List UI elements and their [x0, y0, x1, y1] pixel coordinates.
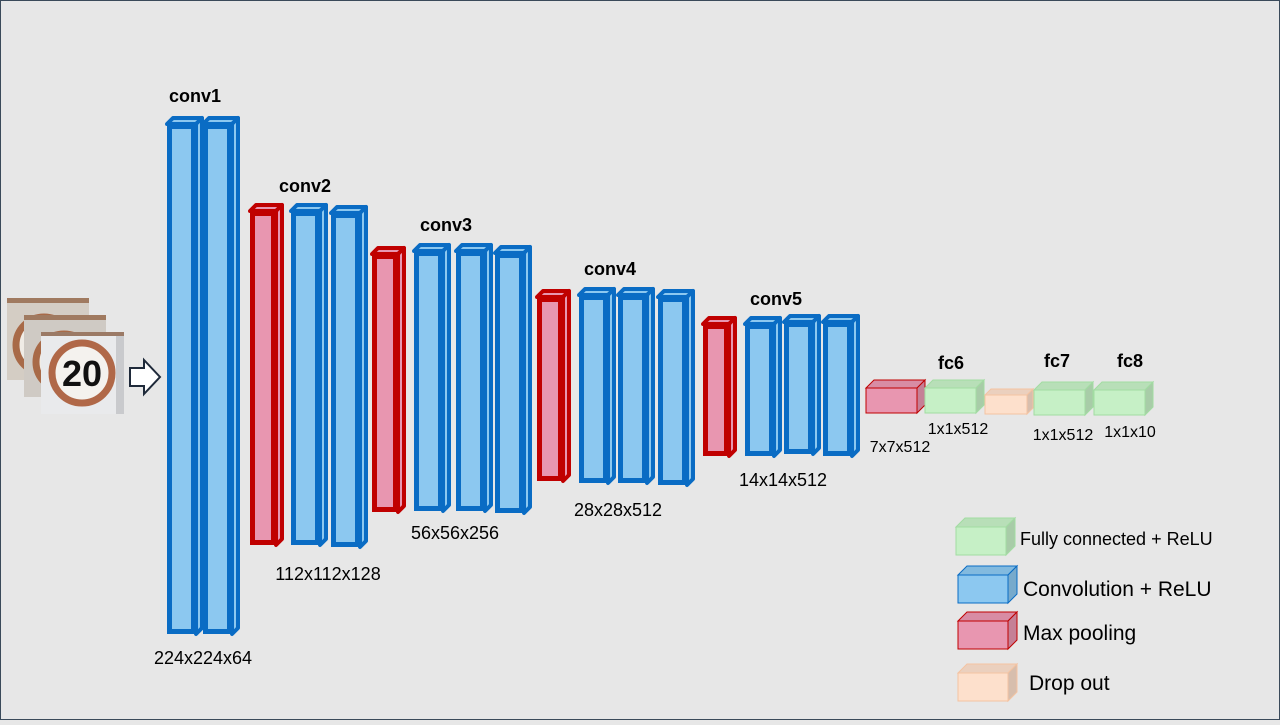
fc8-title: fc8 — [1117, 351, 1143, 371]
legend-swatch-pool — [956, 610, 1019, 651]
layer-blocks — [165, 116, 1155, 636]
conv1-layer-1 — [165, 116, 204, 636]
conv3-title: conv3 — [420, 215, 472, 235]
legend-swatch-fc — [954, 516, 1017, 557]
conv1-layer-2 — [201, 116, 240, 636]
fc7-title: fc7 — [1044, 351, 1070, 371]
legend-label-pool: Max pooling — [1023, 622, 1136, 645]
fc8-dims: 1x1x10 — [1104, 424, 1156, 441]
conv2-title: conv2 — [279, 176, 331, 196]
speed-sign-number: 20 — [62, 353, 102, 394]
input-image-stack: 20 — [7, 298, 124, 414]
conv3-dims: 56x56x256 — [411, 523, 499, 543]
conv3-layer-3 — [493, 245, 532, 515]
pool1-layer — [248, 203, 284, 547]
legend-label-drop: Drop out — [1029, 672, 1110, 695]
conv4-layer-3 — [656, 289, 695, 487]
conv3-layer-2 — [454, 243, 493, 513]
fc7-dims: 1x1x512 — [1033, 427, 1094, 444]
conv4-layer-1 — [577, 287, 616, 485]
fc6-title: fc6 — [938, 353, 964, 373]
input-arrow-icon — [129, 357, 162, 397]
conv4-dims: 28x28x512 — [574, 500, 662, 520]
pool5-dims: 7x7x512 — [870, 439, 931, 456]
legend-label-fc: Fully connected + ReLU — [1020, 529, 1213, 549]
conv2-layer-2 — [329, 205, 368, 549]
conv1-dims: 224x224x64 — [154, 648, 252, 668]
dropout1-block — [983, 387, 1035, 416]
legend-swatch-drop — [956, 662, 1019, 703]
input-image-front: 20 — [41, 332, 124, 414]
pool5-block — [864, 378, 927, 415]
fc6-block — [923, 378, 986, 415]
conv5-layer-2 — [782, 314, 821, 456]
conv1-title: conv1 — [169, 86, 221, 106]
conv4-layer-2 — [616, 287, 655, 485]
fc8-block — [1092, 380, 1155, 417]
pool4-layer — [701, 316, 737, 458]
conv4-title: conv4 — [584, 259, 636, 279]
conv5-dims: 14x14x512 — [739, 470, 827, 490]
conv3-layer-1 — [412, 243, 451, 513]
pool3-layer — [535, 289, 571, 483]
fc6-dims: 1x1x512 — [928, 421, 989, 438]
legend-swatch-conv — [956, 564, 1019, 605]
fc7-block — [1032, 380, 1095, 417]
legend-label-conv: Convolution + ReLU — [1023, 578, 1212, 601]
conv5-layer-3 — [821, 314, 860, 458]
conv5-title: conv5 — [750, 289, 802, 309]
conv2-dims: 112x112x128 — [275, 564, 380, 584]
conv2-layer-1 — [289, 203, 328, 547]
conv5-layer-1 — [743, 316, 782, 458]
pool2-layer — [370, 246, 406, 514]
legend: Fully connected + ReLU Convolution + ReL… — [954, 516, 1213, 703]
